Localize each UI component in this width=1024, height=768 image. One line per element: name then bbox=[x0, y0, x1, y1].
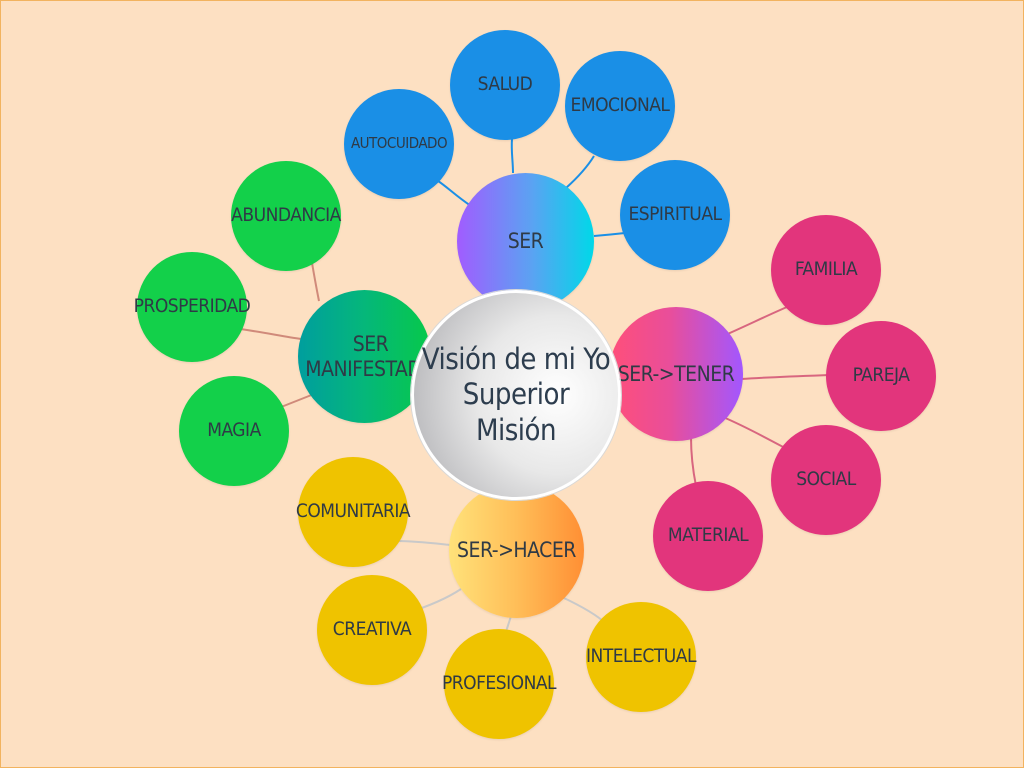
node-pareja-label: PAREJA bbox=[852, 364, 910, 387]
node-intelectual-label: INTELECTUAL bbox=[586, 645, 696, 668]
node-autocuidado-label: AUTOCUIDADO bbox=[350, 134, 448, 153]
hub-ser-label: SER bbox=[507, 229, 544, 254]
hub-manifestado-line-1: SER bbox=[352, 332, 389, 357]
node-familia[interactable]: FAMILIA bbox=[771, 215, 881, 325]
hub-ser-tener-label: SER->TENER bbox=[617, 361, 735, 386]
node-material-label: MATERIAL bbox=[667, 524, 749, 547]
node-familia-label: FAMILIA bbox=[794, 258, 858, 281]
node-autocuidado[interactable]: AUTOCUIDADO bbox=[344, 89, 454, 199]
node-creativa[interactable]: CREATIVA bbox=[317, 575, 427, 685]
node-social-label: SOCIAL bbox=[796, 468, 856, 491]
link-ser-espiritual bbox=[593, 232, 626, 237]
node-salud-label: SALUD bbox=[477, 73, 533, 96]
link-tener-social bbox=[722, 416, 792, 452]
link-tener-pareja bbox=[740, 374, 830, 380]
node-intelectual[interactable]: INTELECTUAL bbox=[586, 602, 696, 712]
node-espiritual[interactable]: ESPIRITUAL bbox=[620, 160, 730, 270]
node-magia-label: MAGIA bbox=[207, 419, 261, 442]
hub-ser[interactable]: SER bbox=[457, 173, 594, 310]
link-ser-salud bbox=[510, 138, 514, 174]
node-abundancia-label: ABUNDANCIA bbox=[231, 204, 341, 227]
center-line-3: Misión bbox=[475, 412, 557, 447]
link-tener-material bbox=[690, 436, 697, 487]
center-line-2: Superior bbox=[462, 377, 570, 412]
node-pareja[interactable]: PAREJA bbox=[826, 321, 936, 431]
hub-ser-hacer-label: SER->HACER bbox=[457, 538, 576, 563]
link-ser-emocional bbox=[565, 155, 595, 189]
center-node[interactable]: Visión de mi Yo Superior Misión bbox=[411, 290, 621, 500]
node-comunitaria-label: COMUNITARIA bbox=[295, 500, 411, 523]
hub-ser-manifestado[interactable]: SER MANIFESTADO bbox=[298, 290, 436, 423]
node-abundancia[interactable]: ABUNDANCIA bbox=[231, 161, 341, 271]
node-magia[interactable]: MAGIA bbox=[179, 376, 289, 486]
node-emocional-label: EMOCIONAL bbox=[570, 94, 670, 117]
node-profesional-label: PROFESIONAL bbox=[441, 672, 557, 695]
hub-ser-hacer[interactable]: SER->HACER bbox=[449, 483, 584, 618]
node-prosperidad-label: PROSPERIDAD bbox=[133, 295, 251, 318]
link-ser-autocuidado bbox=[437, 180, 472, 207]
node-profesional[interactable]: PROFESIONAL bbox=[441, 629, 557, 739]
node-material[interactable]: MATERIAL bbox=[653, 481, 763, 591]
node-comunitaria[interactable]: COMUNITARIA bbox=[295, 457, 411, 567]
node-emocional[interactable]: EMOCIONAL bbox=[565, 51, 675, 161]
node-salud[interactable]: SALUD bbox=[450, 30, 560, 140]
node-creativa-label: CREATIVA bbox=[332, 618, 412, 641]
node-prosperidad[interactable]: PROSPERIDAD bbox=[134, 252, 251, 362]
center-line-1: Visión de mi Yo bbox=[421, 341, 611, 376]
link-tener-familia bbox=[722, 306, 788, 337]
center-node-text: Visión de mi Yo Superior Misión bbox=[421, 341, 611, 448]
node-espiritual-label: ESPIRITUAL bbox=[628, 203, 722, 226]
link-hacer-comunitaria bbox=[398, 540, 452, 546]
hub-ser-tener[interactable]: SER->TENER bbox=[609, 307, 743, 441]
node-social[interactable]: SOCIAL bbox=[771, 425, 881, 535]
